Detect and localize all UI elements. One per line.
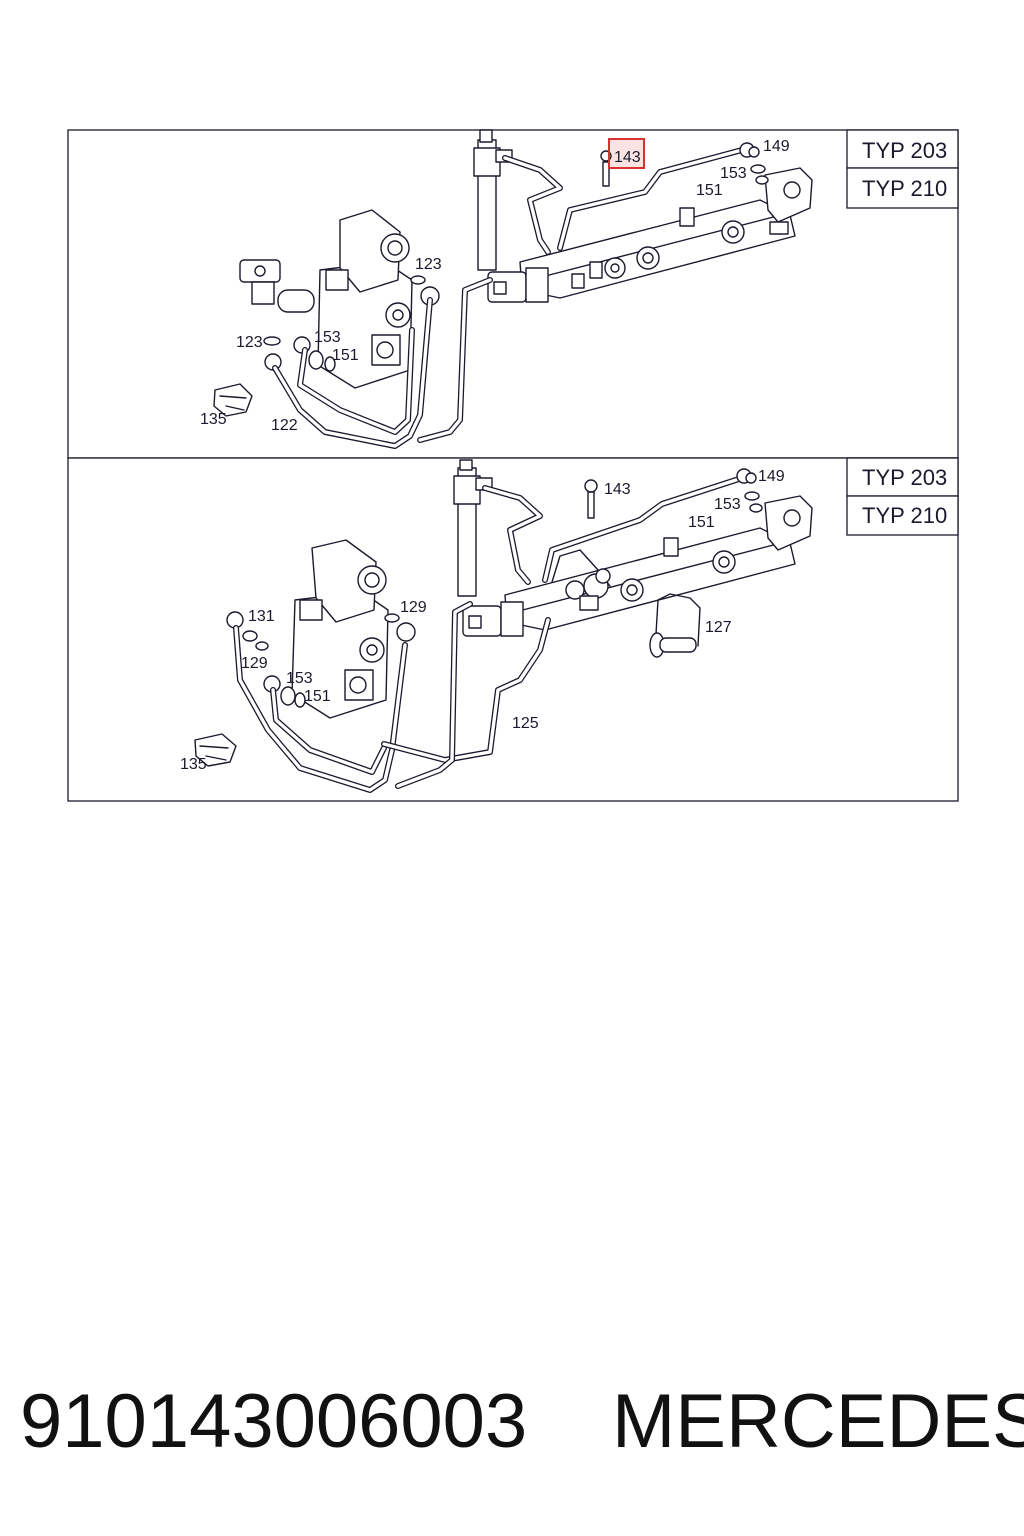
callout-131-bottom: 131 xyxy=(248,608,275,625)
typ-box-bottom: TYP 203 TYP 210 xyxy=(846,457,959,536)
filter-connector xyxy=(239,259,315,313)
pressure-sensor xyxy=(462,601,524,637)
callout-153-pump-bottom: 153 xyxy=(286,670,313,687)
pressure-valve xyxy=(551,549,611,611)
callout-127-bottom: 127 xyxy=(705,619,732,636)
brand-name: MERCEDES xyxy=(612,1379,1024,1464)
typ-box-top: TYP 203 TYP 210 xyxy=(846,129,959,209)
injector xyxy=(473,129,513,271)
bracket-127 xyxy=(649,593,701,658)
callout-149-top: 149 xyxy=(763,138,790,155)
left-fittings xyxy=(263,275,440,372)
injector xyxy=(453,459,493,597)
fuel-rail xyxy=(504,495,813,631)
hp-pump xyxy=(317,209,413,389)
typ-label-210: TYP 210 xyxy=(862,176,947,201)
callout-129-left-bottom: 129 xyxy=(241,655,268,672)
pipe-lines-bottom xyxy=(233,601,551,793)
callout-153-pump-top: 153 xyxy=(314,329,341,346)
pipe-122 xyxy=(272,277,493,449)
hp-pump xyxy=(291,539,389,719)
bolt-143 xyxy=(584,479,598,519)
return-line-top xyxy=(557,142,760,251)
return-line-top xyxy=(542,468,757,583)
clip-135 xyxy=(194,733,237,767)
rail-seals xyxy=(744,491,763,513)
typ-label-210: TYP 210 xyxy=(862,503,947,528)
callout-129-right-bottom: 129 xyxy=(400,599,427,616)
callout-153-rail-top: 153 xyxy=(720,165,747,182)
callout-143-top: 143 xyxy=(614,149,641,166)
callout-151-rail-bottom: 151 xyxy=(688,514,715,531)
callout-143-bottom: 143 xyxy=(604,481,631,498)
callout-151-rail-top: 151 xyxy=(696,182,723,199)
callout-151-pump-top: 151 xyxy=(332,347,359,364)
panel-bottom: TYP 203 TYP 210 xyxy=(67,457,959,802)
part-number: 910143006003 xyxy=(20,1379,528,1464)
left-fittings xyxy=(226,611,416,708)
leak-line xyxy=(502,155,563,255)
callout-151-pump-bottom: 151 xyxy=(304,688,331,705)
callout-122-top: 122 xyxy=(271,417,298,434)
panel-top: TYP 203 TYP 210 xyxy=(67,129,959,459)
part-caption: 910143006003 MERCEDES xyxy=(20,1372,1024,1472)
callout-135-bottom: 135 xyxy=(180,756,207,773)
rail-seals xyxy=(750,164,769,185)
callout-135-top: 135 xyxy=(200,411,227,428)
callout-123-right-top: 123 xyxy=(415,256,442,273)
leak-line xyxy=(482,485,543,585)
highlight-143 xyxy=(608,138,645,169)
callout-153-rail-bottom: 153 xyxy=(714,496,741,513)
typ-label-203: TYP 203 xyxy=(862,138,947,163)
parts-diagram: TYP 203 TYP 210 xyxy=(67,129,959,802)
callout-123-left-top: 123 xyxy=(236,334,263,351)
typ-label-203: TYP 203 xyxy=(862,465,947,490)
callout-149-bottom: 149 xyxy=(758,468,785,485)
callout-125-bottom: 125 xyxy=(512,715,539,732)
pressure-sensor xyxy=(487,267,549,303)
clip-135 xyxy=(213,383,253,417)
